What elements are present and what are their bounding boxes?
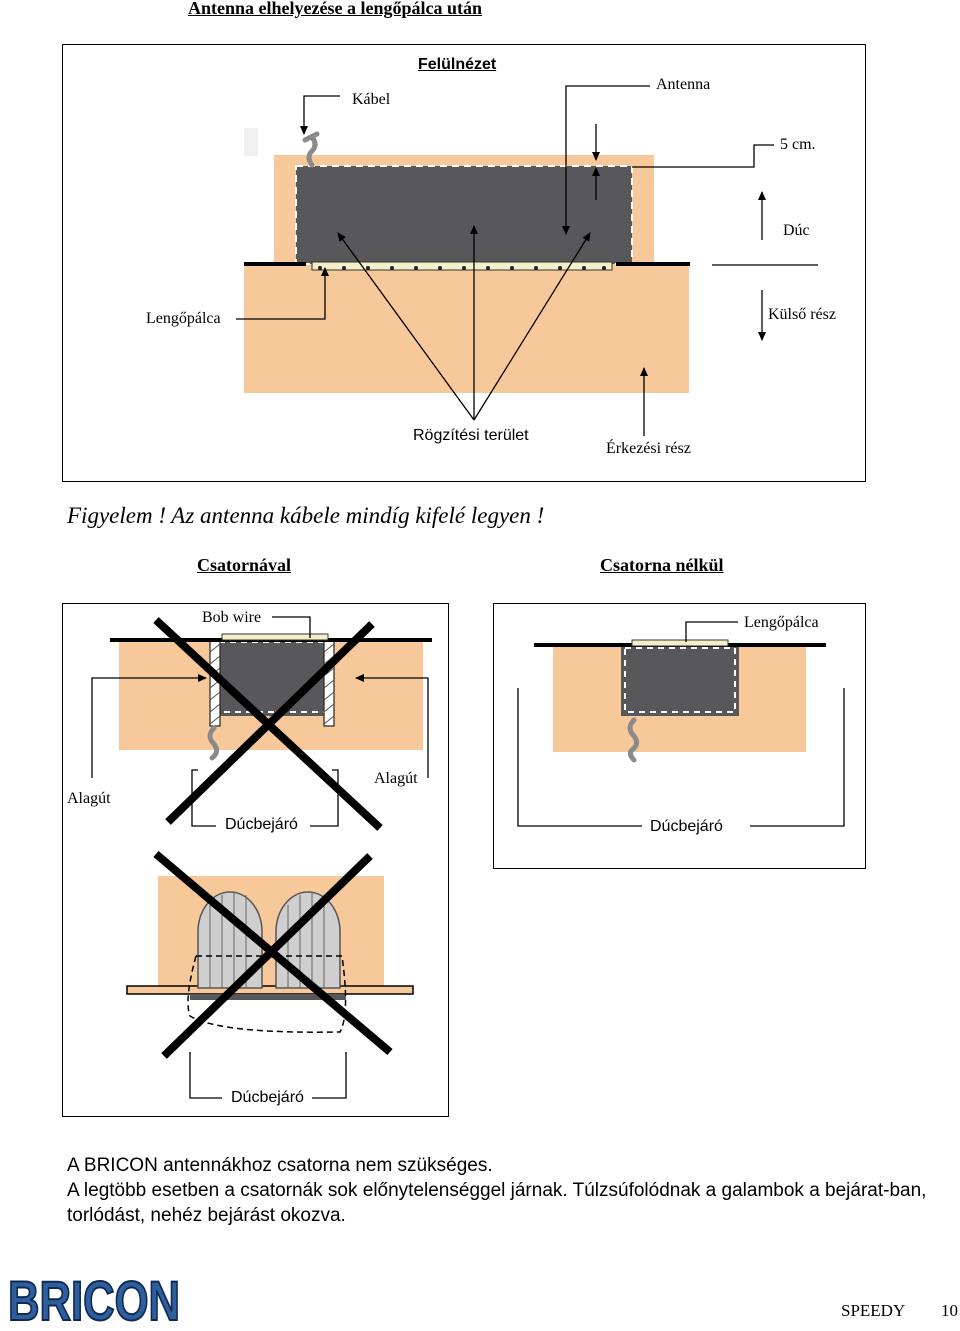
- tunnel-left-label: Alagút: [67, 790, 111, 807]
- arch-entrance-diagram: [126, 850, 414, 1059]
- without-channel-frame: [493, 603, 866, 869]
- with-channel-heading: Csatornával: [197, 555, 291, 575]
- distance-label: 5 cm.: [780, 136, 816, 153]
- arch-entrance-label: Dúcbejáró: [231, 1089, 304, 1106]
- duc-label: Dúc: [783, 222, 810, 239]
- swing-bar-label: Lengőpálca: [146, 310, 221, 327]
- top-view-diagram-frame: [62, 44, 866, 482]
- cable-shape: [306, 134, 318, 168]
- outside-label: Külső rész: [768, 306, 836, 323]
- without-channel-swing-bar-label: Lengőpálca: [744, 614, 819, 631]
- tunnel-right-label: Alagút: [374, 770, 418, 787]
- section-heading: Antenna elhelyezése a lengőpálca után: [188, 0, 482, 18]
- landing-board: [244, 265, 689, 393]
- mount-area-label: Rögzítési terület: [413, 427, 529, 444]
- view-label: Felülnézet: [418, 56, 497, 73]
- paragraph-line-1: A BRICON antennákhoz csatorna nem szüksé…: [67, 1155, 493, 1176]
- info-paragraph: A BRICON antennákhoz csatorna nem szüksé…: [67, 1153, 927, 1228]
- page-number: 10: [941, 1301, 958, 1320]
- top-diagram-shapes: [244, 128, 690, 393]
- paragraph-line-2: A legtöbb esetben a csatornák sok előnyt…: [67, 1180, 927, 1226]
- warning-text: Figyelem ! Az antenna kábele mindíg kife…: [67, 503, 545, 528]
- antenna-pad: [296, 166, 632, 264]
- without-channel-heading: Csatorna nélkül: [600, 555, 724, 575]
- bob-wire-label: Bob wire: [202, 609, 262, 626]
- antenna-label: Antenna: [656, 76, 711, 93]
- mounting-dots: [318, 266, 606, 270]
- without-channel-diagram: [534, 639, 826, 763]
- with-channel-entrance-label: Dúcbejáró: [225, 816, 298, 833]
- with-channel-diagram: [110, 617, 432, 831]
- with-channel-frame: [62, 603, 449, 1117]
- footer-product: SPEEDY: [841, 1301, 906, 1320]
- without-channel-entrance-label: Dúcbejáró: [650, 818, 723, 835]
- arrival-label: Érkezési rész: [606, 440, 691, 457]
- cable-label: Kábel: [352, 91, 391, 108]
